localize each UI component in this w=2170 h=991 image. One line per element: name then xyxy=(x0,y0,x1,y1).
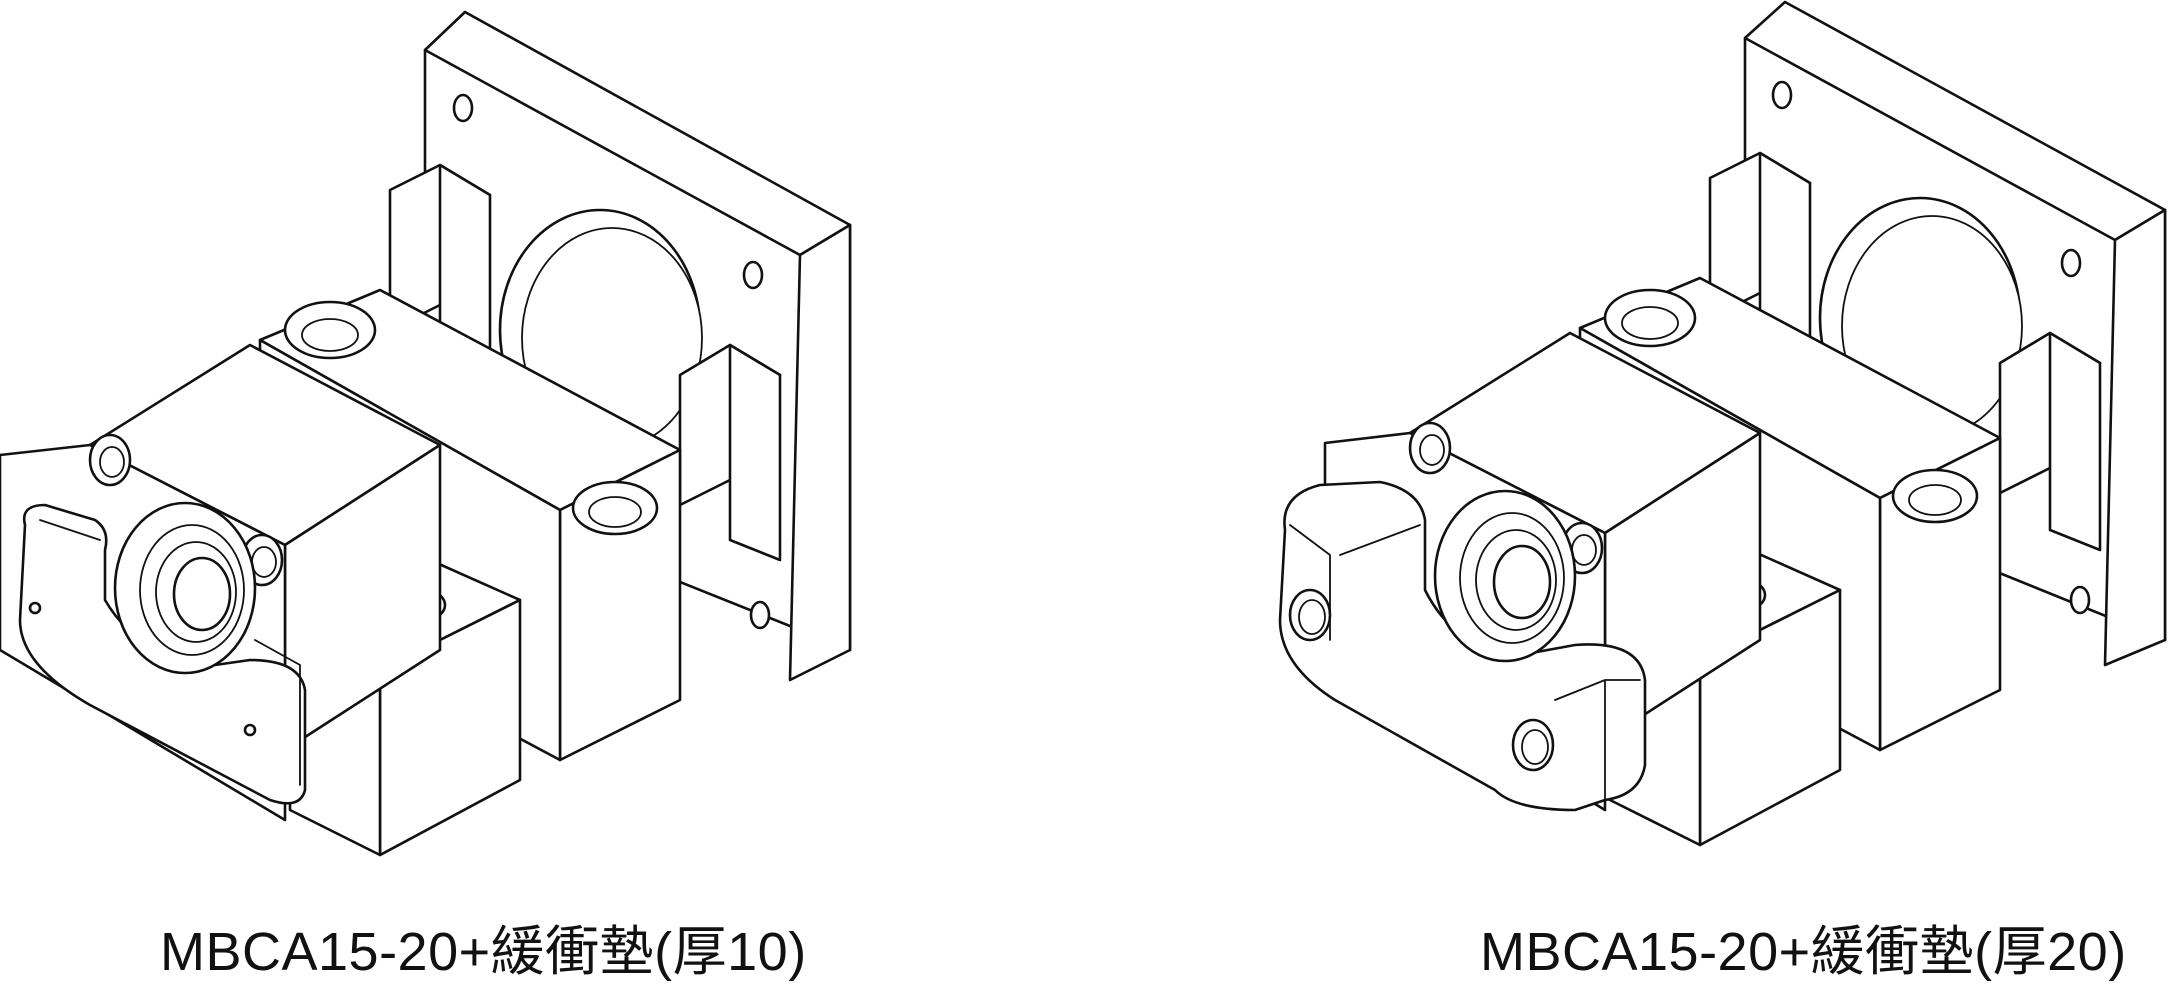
base-counterbore-right-inner xyxy=(588,496,642,528)
assembly-drawing-right xyxy=(1278,0,2167,847)
shock-pad-pin-left xyxy=(28,601,42,615)
base-counterbore-top-inner xyxy=(301,318,359,352)
plate-hole-bottom-right xyxy=(2069,585,2091,615)
shock-pad-hole-right-inner xyxy=(1521,729,1549,765)
back-plate-side-face xyxy=(2103,208,2167,667)
back-plate-side-face xyxy=(788,223,852,682)
shock-pad-edge xyxy=(39,519,301,786)
figure-left: MBCA15-20+緩衝墊(厚10) xyxy=(0,10,852,982)
plate-hole-top-left xyxy=(1771,80,1793,110)
housing-bolt-hole-right-inner xyxy=(251,546,277,578)
base-counterbore-top-inner xyxy=(1621,306,1679,340)
plate-hole-bottom-right xyxy=(749,600,771,630)
shock-pad-hole-left-inner xyxy=(1298,599,1326,635)
assembly-drawing-left xyxy=(0,10,852,857)
base-counterbore-right-inner xyxy=(1908,484,1962,516)
shock-pad xyxy=(1278,480,1647,812)
figure-right: MBCA15-20+緩衝墊(厚20) xyxy=(1085,0,2170,991)
plate-hole-top-right xyxy=(2060,248,2082,278)
right-bracket-tab-side xyxy=(728,343,782,562)
shock-pad-pin-right xyxy=(243,723,257,737)
bearing-bore xyxy=(172,556,232,632)
plate-hole-top-right xyxy=(742,260,764,290)
plate-hole-top-left xyxy=(452,93,474,123)
bearing-bore xyxy=(1492,544,1552,620)
housing-bolt-hole-left-inner xyxy=(1419,434,1445,466)
right-bracket-tab-side xyxy=(2048,331,2102,552)
housing-bolt-hole-right-inner xyxy=(1571,534,1597,566)
figure-caption-left: MBCA15-20+緩衝墊(厚10) xyxy=(160,922,807,982)
housing-bolt-hole-left-inner xyxy=(99,446,125,478)
shock-pad-edge xyxy=(1289,524,1641,801)
figure-caption-right: MBCA15-20+緩衝墊(厚20) xyxy=(1480,922,2127,982)
